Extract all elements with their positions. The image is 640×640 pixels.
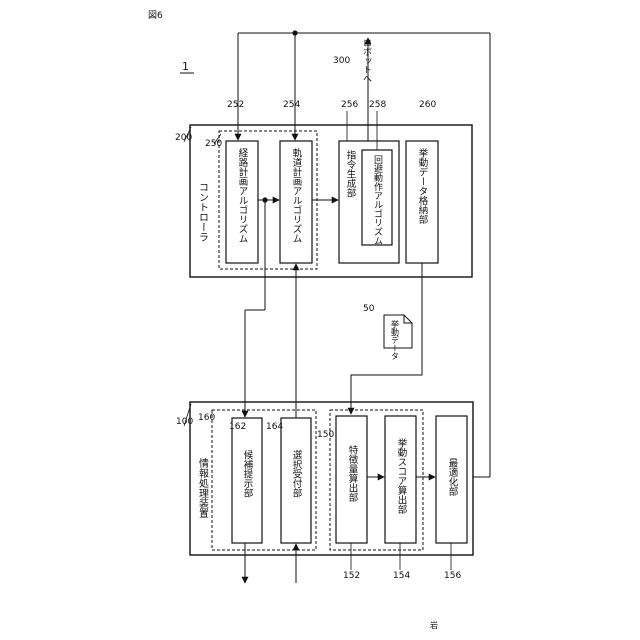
candidate-presenter-ref: 162 bbox=[229, 422, 246, 432]
robot-ref: 300 bbox=[333, 56, 350, 66]
scoring-group bbox=[330, 410, 423, 550]
command-generator-ref: 256 bbox=[341, 100, 358, 110]
behavior-storage-ref: 260 bbox=[419, 100, 436, 110]
path-planning-label: 経路計画アルゴリズム bbox=[237, 147, 249, 243]
ui-group-ref: 160 bbox=[198, 413, 215, 423]
command-generator-label: 指令生成部 bbox=[345, 149, 357, 198]
controller-title: コントローラ bbox=[197, 182, 208, 242]
system-ref: 1 bbox=[182, 60, 189, 73]
feature-calculator-label: 特徴量算出部 bbox=[347, 444, 359, 503]
behavior-storage-label: 挙動データ格納部 bbox=[417, 147, 429, 225]
avoidance-label: 回避動作アルゴリズム bbox=[372, 155, 383, 245]
selection-receiver-label: 選択受付部 bbox=[291, 450, 303, 498]
selection-receiver-ref: 164 bbox=[266, 422, 283, 432]
robot-label: ロボットへ bbox=[361, 38, 372, 83]
figure-label: 図6 bbox=[148, 10, 163, 21]
controller-ref: 200 bbox=[175, 133, 192, 143]
path-planning-ref: 252 bbox=[227, 100, 244, 110]
optimizer-ref: 156 bbox=[444, 571, 461, 581]
behavior-data-ref: 50 bbox=[363, 304, 375, 314]
behavior-data-label: 挙動データ bbox=[391, 319, 400, 360]
trajectory-planning-ref: 254 bbox=[283, 100, 300, 110]
score-calculator-ref: 154 bbox=[393, 571, 410, 581]
info-processor-ref: 100 bbox=[176, 417, 193, 427]
trajectory-planning-label: 軌道計画アルゴリズム bbox=[291, 147, 303, 243]
optimizer-label: 最適化部 bbox=[447, 458, 459, 497]
feature-calculator-ref: 152 bbox=[343, 571, 360, 581]
planning-group-ref: 250 bbox=[205, 139, 222, 149]
score-calculator-label: 挙動スコア算出部 bbox=[396, 437, 408, 515]
avoidance-ref: 258 bbox=[369, 100, 386, 110]
footer-mark: 岩 bbox=[430, 620, 438, 630]
scoring-group-ref: 150 bbox=[317, 430, 334, 440]
candidate-presenter-label: 候補提示部 bbox=[242, 449, 254, 498]
info-processor-title: 情報処理装置 bbox=[197, 457, 209, 518]
controller-box bbox=[190, 125, 472, 277]
